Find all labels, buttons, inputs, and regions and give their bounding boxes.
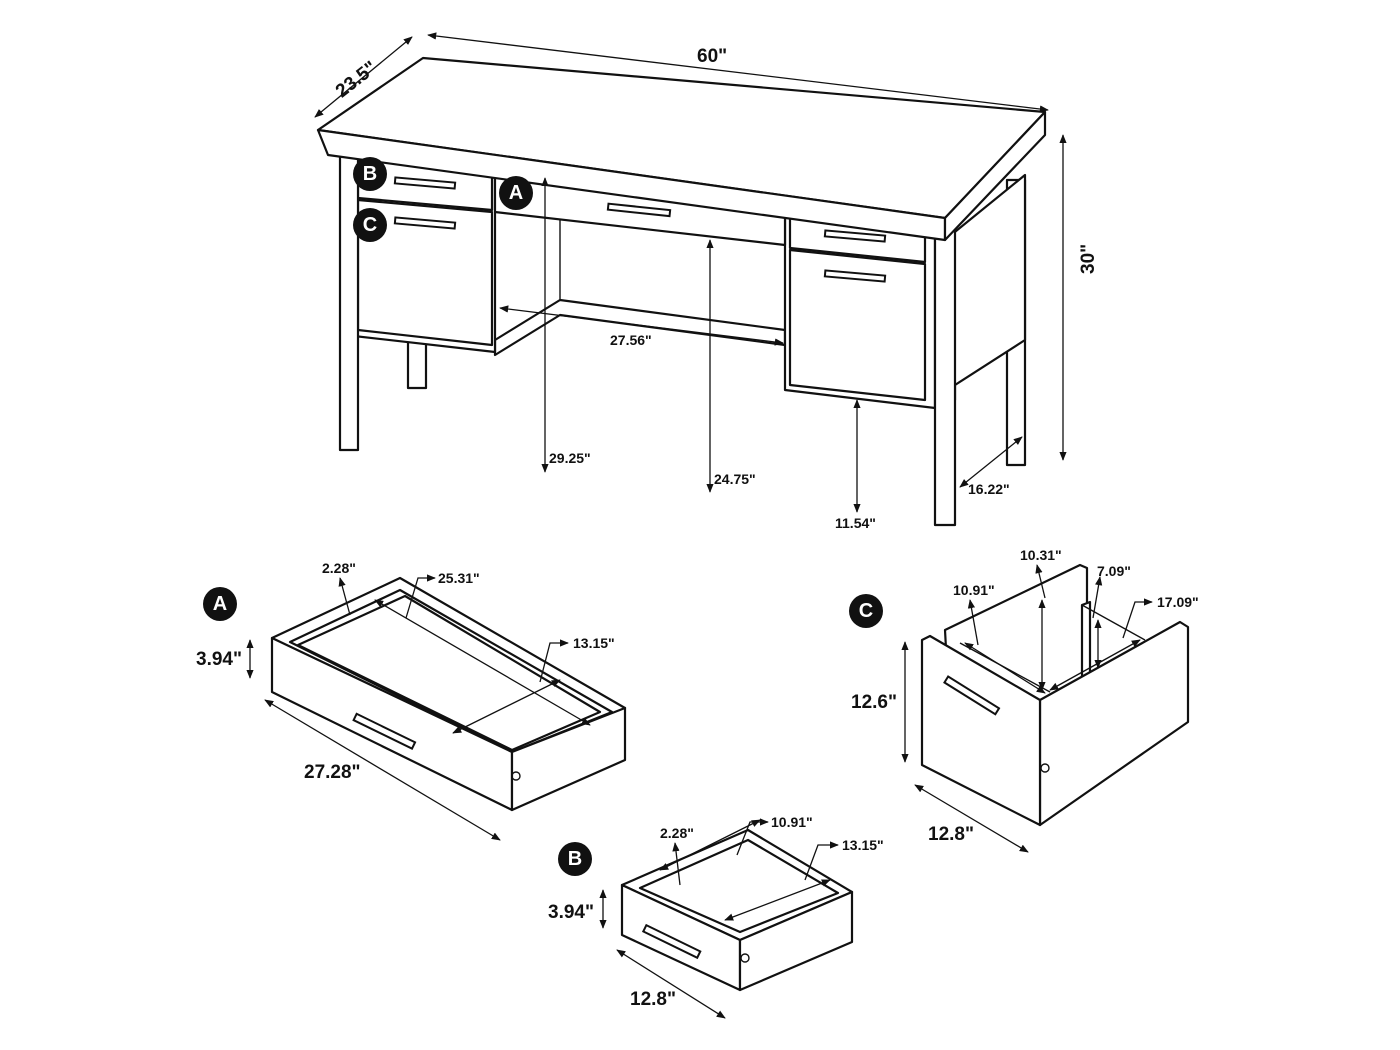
handle — [823, 269, 887, 283]
handle — [606, 202, 672, 218]
pedestal-clearance-label: 11.54" — [835, 515, 876, 531]
knee-height-label: 24.75" — [714, 471, 756, 487]
knee-width-label: 27.56" — [610, 332, 652, 348]
under-drawer-height-label: 29.25" — [549, 450, 591, 466]
svg-text:B: B — [568, 848, 582, 870]
handle — [393, 216, 457, 230]
svg-text:A: A — [509, 182, 523, 204]
svg-text:A: A — [213, 593, 227, 615]
drawer-c-width-label: 12.8" — [928, 824, 974, 845]
drawer-b-badge: B — [558, 842, 592, 876]
drawer-b-inner-depth-label: 13.15" — [842, 837, 884, 853]
drawer-a-inner-height-label: 2.28" — [322, 560, 356, 576]
drawer-a-badge: A — [203, 587, 237, 621]
drawer-b-inner-height-label: 2.28" — [660, 825, 694, 841]
desk-drawing — [316, 56, 1047, 527]
badge-a: A — [499, 176, 533, 210]
drawer-c-badge: C — [849, 594, 883, 628]
badge-b: B — [353, 157, 387, 191]
desk-top-side-edge — [943, 110, 1047, 242]
drawer-c-inner-width-label: 10.91" — [953, 582, 995, 598]
right-file-drawer — [788, 248, 927, 402]
drawer-b-width-label: 12.8" — [630, 989, 676, 1010]
drawer-c-inner-height-label: 7.09" — [1097, 563, 1131, 579]
drawer-a-height-label: 3.94" — [196, 649, 242, 670]
handle — [393, 176, 457, 190]
desk-leg-front-right — [933, 223, 957, 527]
svg-text:B: B — [363, 163, 377, 185]
svg-text:C: C — [363, 214, 377, 236]
drawer-c-height-label: 12.6" — [851, 692, 897, 713]
drawer-c-inner-height-back-label: 10.31" — [1020, 547, 1062, 563]
handle — [823, 229, 887, 243]
drawer-b-height-label: 3.94" — [548, 902, 594, 923]
drawer-b-inner-width-label: 10.91" — [771, 814, 813, 830]
side-depth-label: 16.22" — [968, 481, 1010, 497]
drawer-a-width-label: 27.28" — [304, 762, 361, 783]
drawer-c-inner-depth-label: 17.09" — [1157, 594, 1199, 610]
svg-text:C: C — [859, 600, 873, 622]
desk-leg-front-left — [338, 153, 360, 452]
desk-width-label: 60" — [697, 46, 727, 67]
badge-c: C — [353, 208, 387, 242]
drawer-c-drawing — [920, 563, 1190, 827]
drawer-a-inner-width-label: 25.31" — [438, 570, 480, 586]
desk-height-label: 30" — [1078, 244, 1099, 274]
drawer-a-inner-depth-label: 13.15" — [573, 635, 615, 651]
